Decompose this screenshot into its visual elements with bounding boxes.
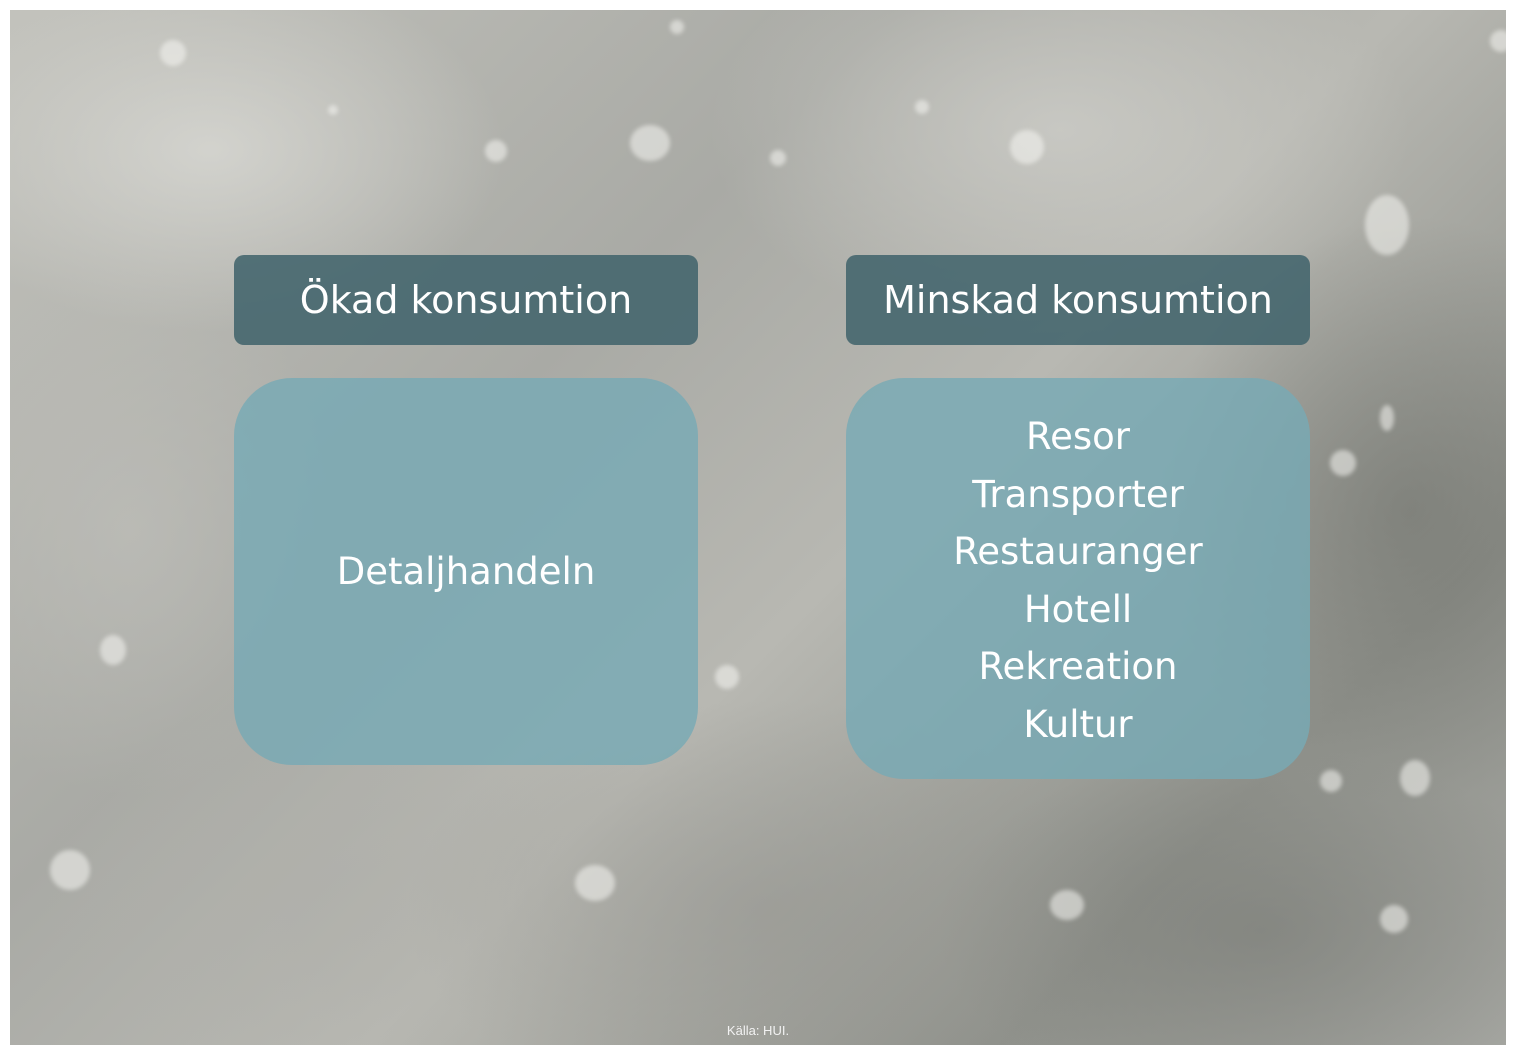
snowflake [770, 150, 786, 166]
snowflake [100, 635, 126, 665]
list-item: Hotell [1023, 587, 1133, 631]
snowflake [50, 850, 90, 890]
snowflake [1380, 405, 1394, 431]
increased-consumption-header: Ökad konsumtion [234, 255, 698, 345]
snowflake [715, 665, 739, 689]
snowflake [915, 100, 929, 114]
snowflake [1010, 130, 1044, 164]
decreased-consumption-box: Resor Transporter Restauranger Hotell Re… [846, 378, 1310, 779]
snowflake [1365, 195, 1409, 255]
list-item: Rekreation [978, 645, 1178, 689]
snowflake [630, 125, 670, 161]
increased-consumption-box: Detaljhandeln [234, 378, 698, 765]
list-item: Transporter [972, 472, 1184, 516]
list-item: Resor [1026, 415, 1130, 458]
list-item: Detaljhandeln [336, 549, 596, 593]
snowflake [1330, 450, 1356, 476]
decreased-consumption-title: Minskad konsumtion [883, 278, 1273, 322]
slide-background: Ökad konsumtion Detaljhandeln Minskad ko… [10, 10, 1506, 1045]
snowflake [1490, 30, 1506, 52]
snowflake [670, 20, 684, 34]
decreased-consumption-header: Minskad konsumtion [846, 255, 1310, 345]
snowflake [1050, 890, 1084, 920]
snowflake [1400, 760, 1430, 796]
snowflake [1320, 770, 1342, 792]
snowflake [1380, 905, 1408, 933]
snowflake [575, 865, 615, 901]
snowflake [485, 140, 507, 162]
source-caption: Källa: HUI. [726, 1023, 790, 1038]
snowflake [160, 40, 186, 66]
list-item: Kultur [1023, 702, 1133, 746]
increased-consumption-title: Ökad konsumtion [299, 278, 633, 322]
list-item: Restauranger [953, 530, 1203, 574]
snowflake [328, 105, 338, 115]
